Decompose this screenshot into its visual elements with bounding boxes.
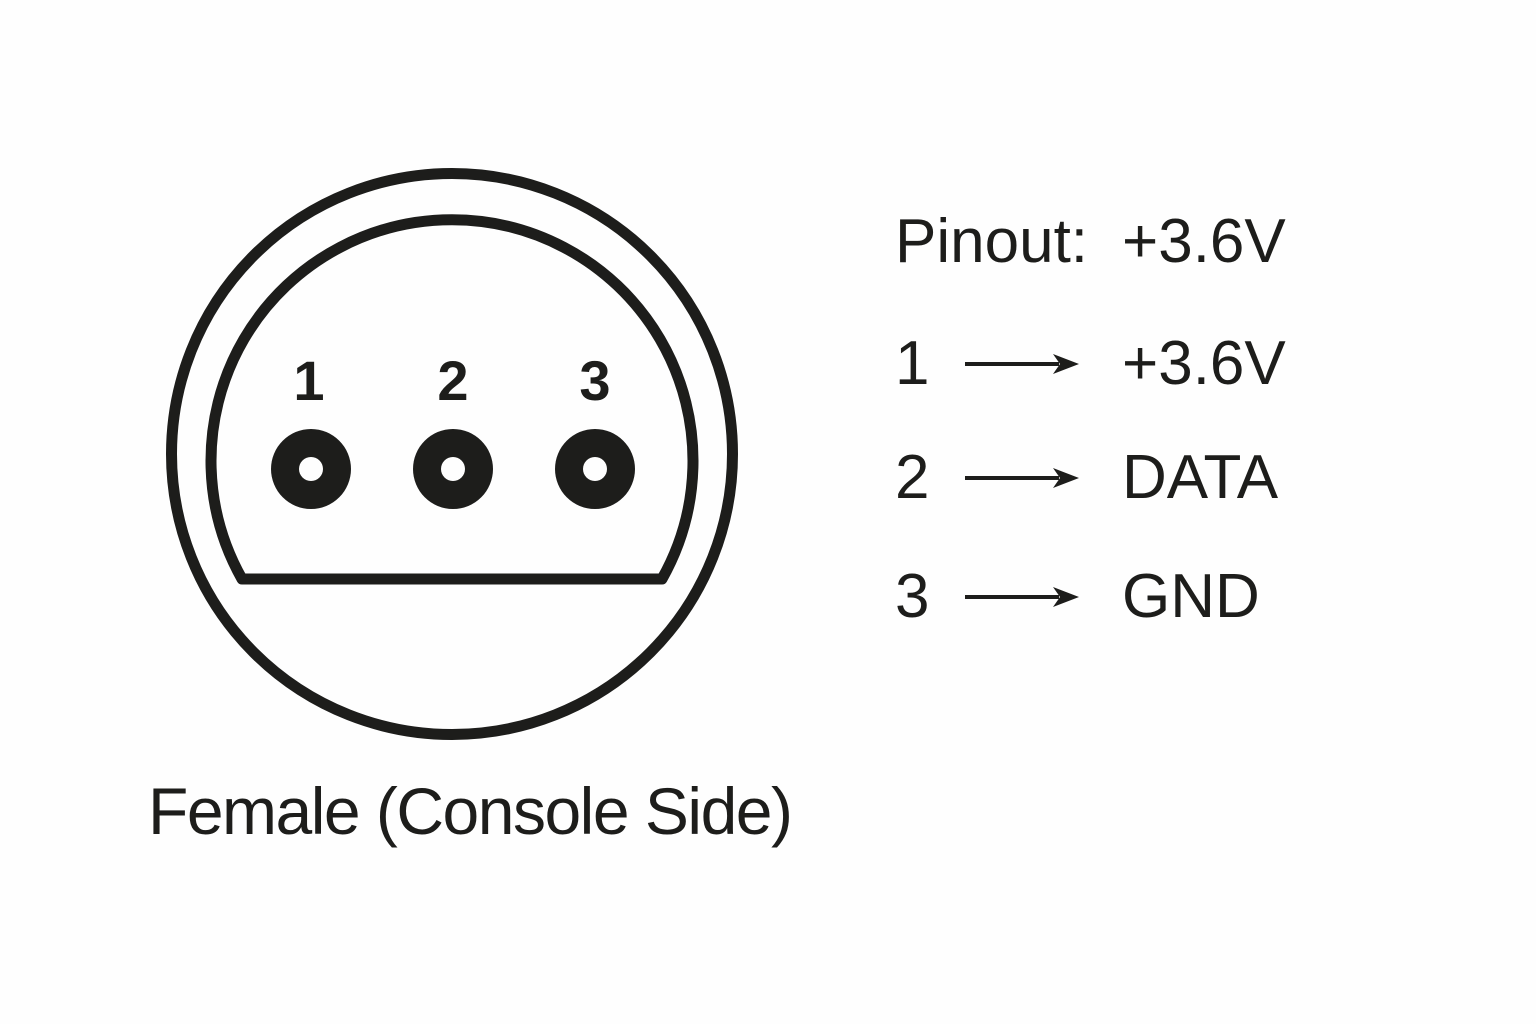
pinout-header-label: Pinout: xyxy=(895,207,1089,276)
pinout-header: Pinout: +3.6V xyxy=(895,210,1286,274)
pin-2-number-label: 2 xyxy=(437,349,468,412)
pin-1-number-label: 1 xyxy=(293,349,324,412)
pinout-header-value: +3.6V xyxy=(1122,207,1286,276)
pin-3-hole xyxy=(583,457,607,481)
pin-1-hole xyxy=(299,457,323,481)
pinout-row-1-pin: 1 xyxy=(895,329,930,398)
pin-3-number-label: 3 xyxy=(579,349,610,412)
connector-face-outline xyxy=(205,214,699,585)
pinout-row-2-signal: DATA xyxy=(1122,443,1279,512)
arrow-right-icon xyxy=(965,354,1079,374)
pinout-row-2: 2 DATA xyxy=(895,446,1278,510)
pinout-row-1-signal: +3.6V xyxy=(1122,329,1286,398)
pinout-row-2-pin: 2 xyxy=(895,443,930,512)
pinout-row-3-pin: 3 xyxy=(895,562,930,631)
pinout-row-3: 3 GND xyxy=(895,565,1260,629)
connector-outer-ring xyxy=(166,168,738,740)
pin-2-hole xyxy=(441,457,465,481)
arrow-right-icon xyxy=(965,587,1079,607)
arrow-right-icon xyxy=(965,468,1079,488)
pinout-row-1: 1 +3.6V xyxy=(895,332,1286,396)
connector-diagram: 1 2 3 xyxy=(166,168,738,740)
connector-caption: Female (Console Side) xyxy=(148,774,793,848)
pinout-row-3-signal: GND xyxy=(1122,562,1260,631)
